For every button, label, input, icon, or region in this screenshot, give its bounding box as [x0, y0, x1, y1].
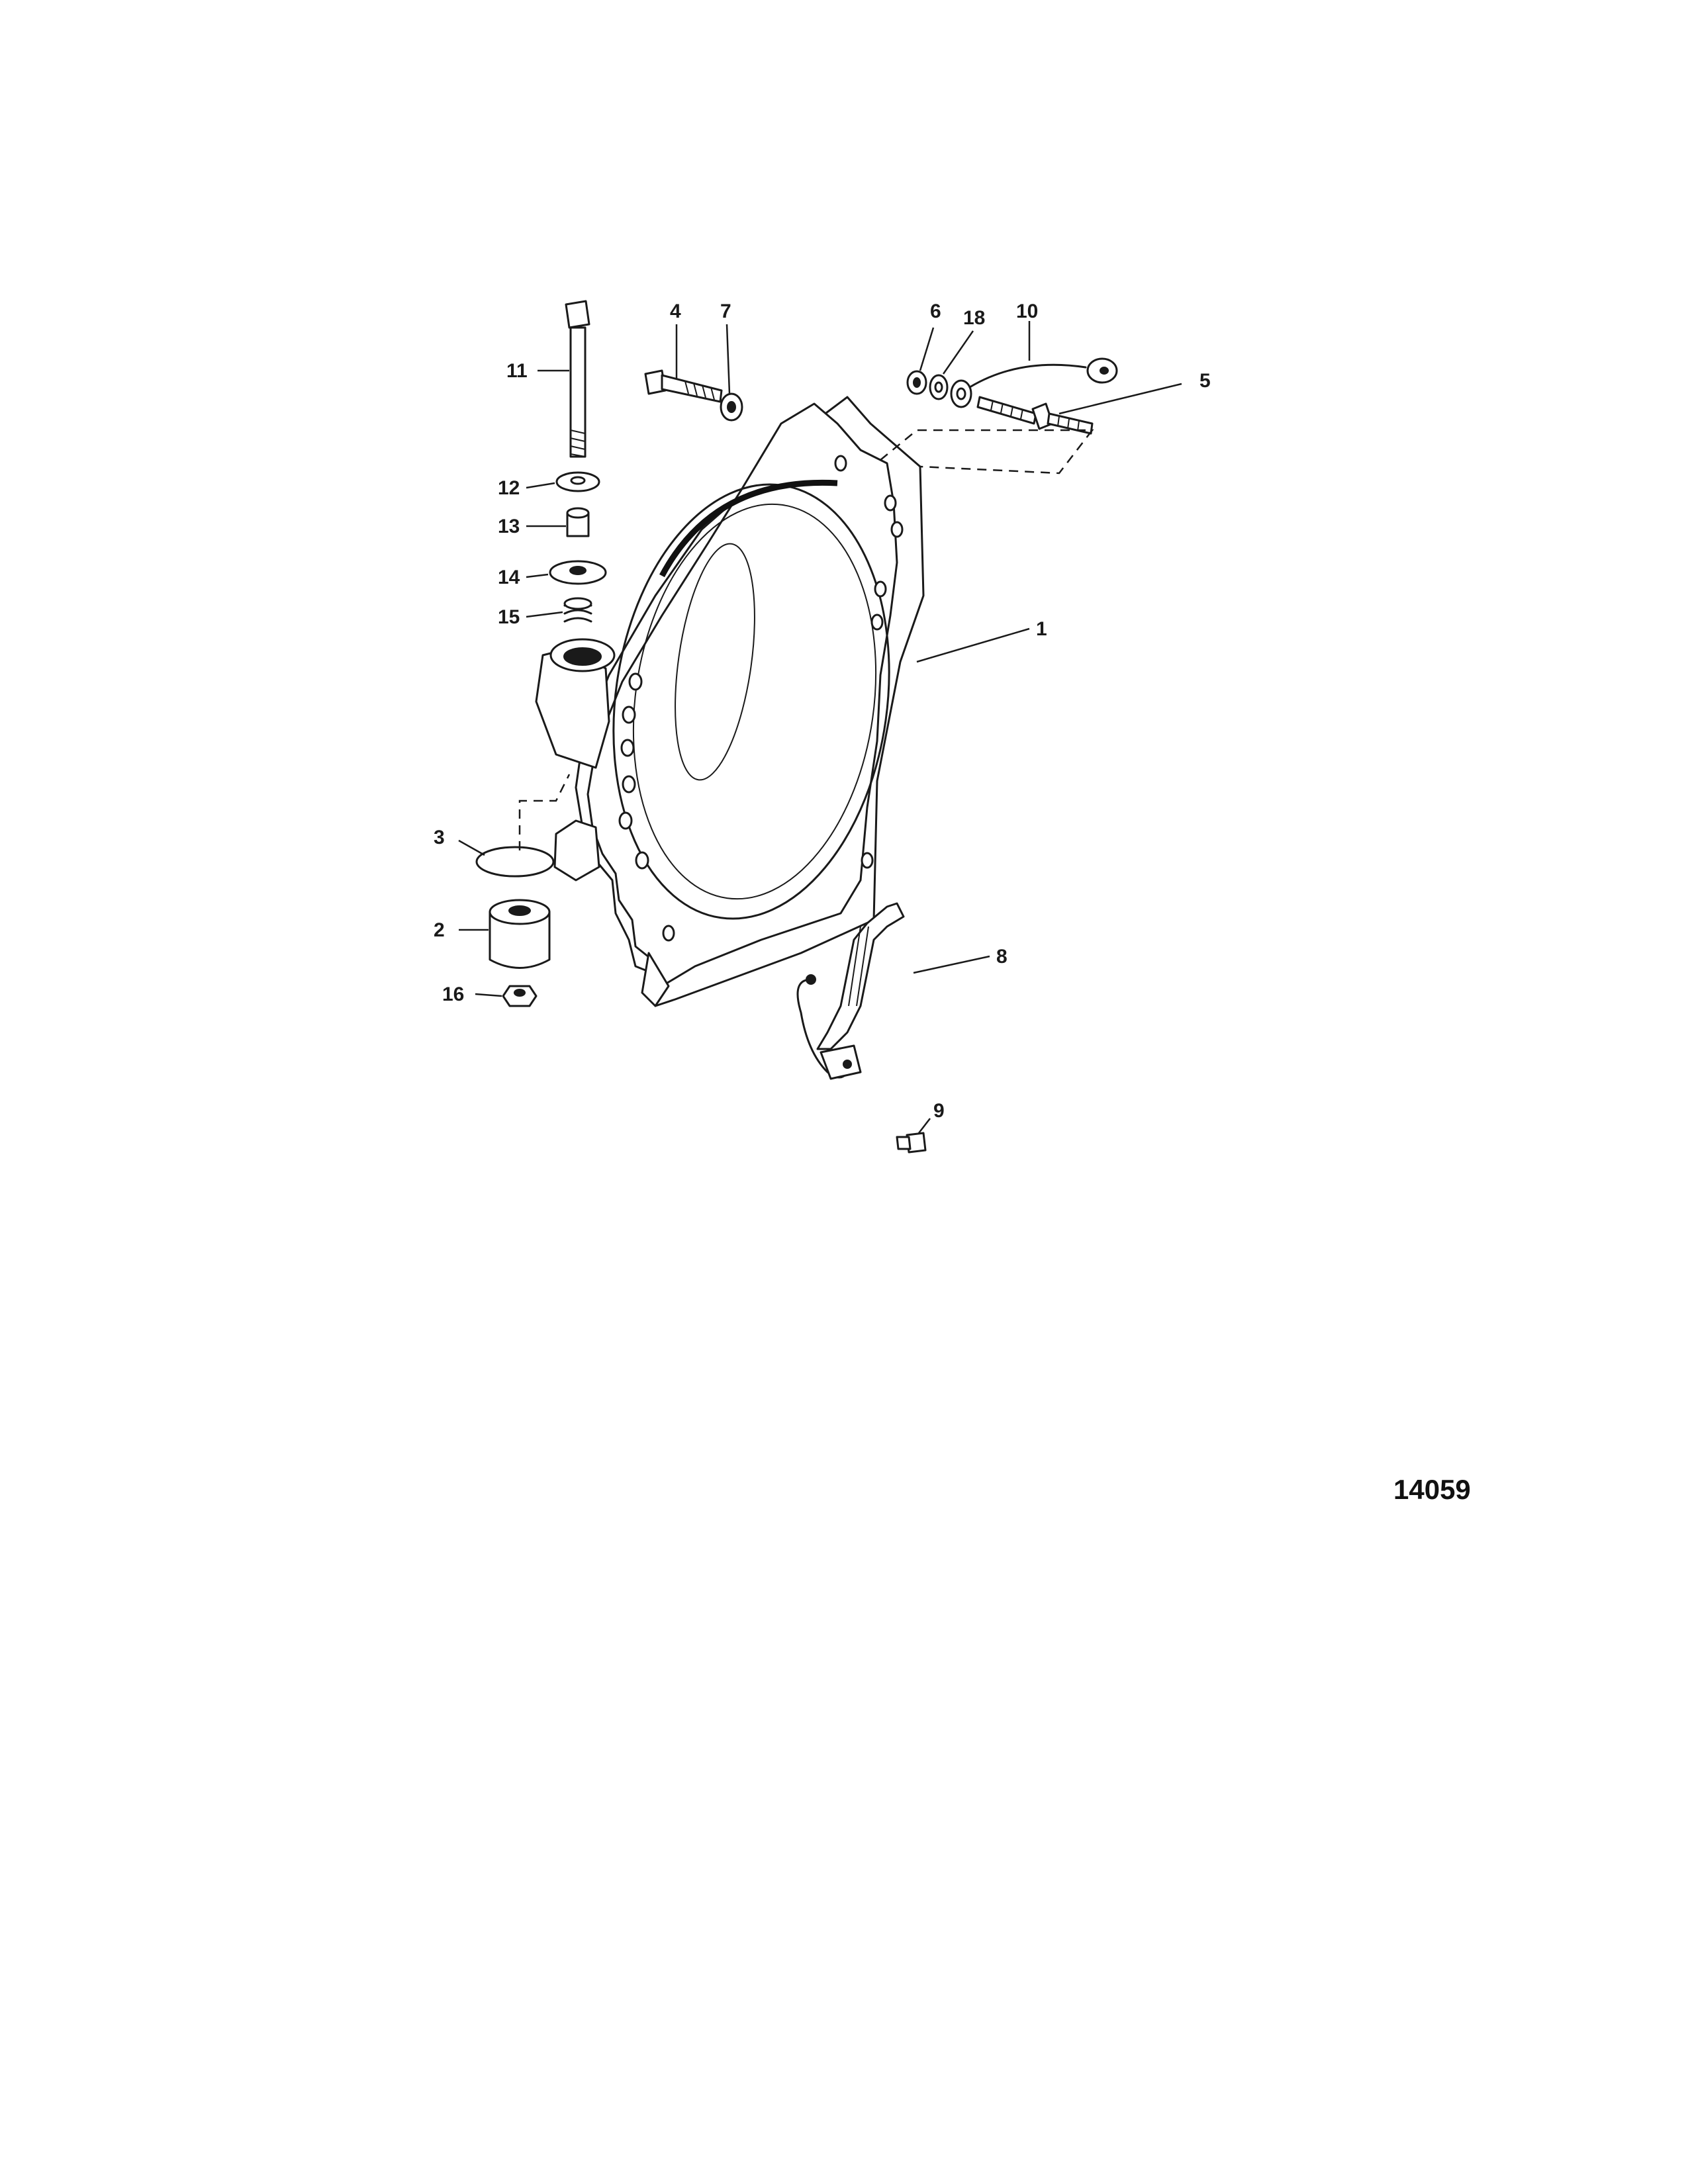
washer-part-18 [929, 374, 949, 400]
alignment-dashes-stud [880, 429, 1094, 475]
flywheel-housing [535, 396, 925, 1007]
nut-part-6 [906, 370, 927, 395]
washer-part-14 [549, 560, 607, 585]
long-bolt-part-11 [565, 300, 590, 458]
sleeve-part-13 [566, 507, 590, 537]
cable-part-10 [950, 357, 1118, 408]
callout-6: 6 [930, 300, 941, 322]
bracket-part-8 [796, 902, 905, 1080]
mount-cushion-part-2 [489, 899, 551, 969]
callout-14: 14 [498, 567, 520, 588]
o-ring-part-3 [475, 846, 555, 878]
stud-part-5 [976, 396, 1094, 435]
washer-part-7 [720, 392, 743, 422]
callout-9: 9 [933, 1100, 945, 1122]
callout-8: 8 [996, 946, 1008, 968]
callout-4: 4 [670, 300, 681, 322]
callout-15: 15 [498, 606, 520, 628]
callout-5: 5 [1199, 370, 1211, 392]
nut-part-16 [502, 985, 538, 1007]
callout-10: 10 [1016, 300, 1038, 322]
callout-labels: 1 2 3 4 5 6 7 8 9 10 11 12 13 14 15 16 1… [434, 300, 1211, 1122]
washer-part-12 [555, 471, 600, 492]
callout-11: 11 [506, 360, 528, 382]
leader-lines [458, 321, 1182, 1134]
spring-part-15 [563, 597, 592, 623]
callout-13: 13 [498, 516, 520, 537]
callout-3: 3 [434, 827, 445, 848]
callout-1: 1 [1036, 618, 1047, 640]
screw-part-9 [896, 1132, 927, 1154]
callout-16: 16 [442, 983, 464, 1005]
callout-7: 7 [720, 300, 731, 322]
callout-12: 12 [498, 477, 520, 499]
alignment-dashes-mount [518, 774, 571, 850]
figure-id: 14059 [1393, 1474, 1471, 1505]
callout-18: 18 [963, 307, 985, 329]
callout-2: 2 [434, 919, 445, 941]
bolt-part-4 [644, 369, 723, 403]
